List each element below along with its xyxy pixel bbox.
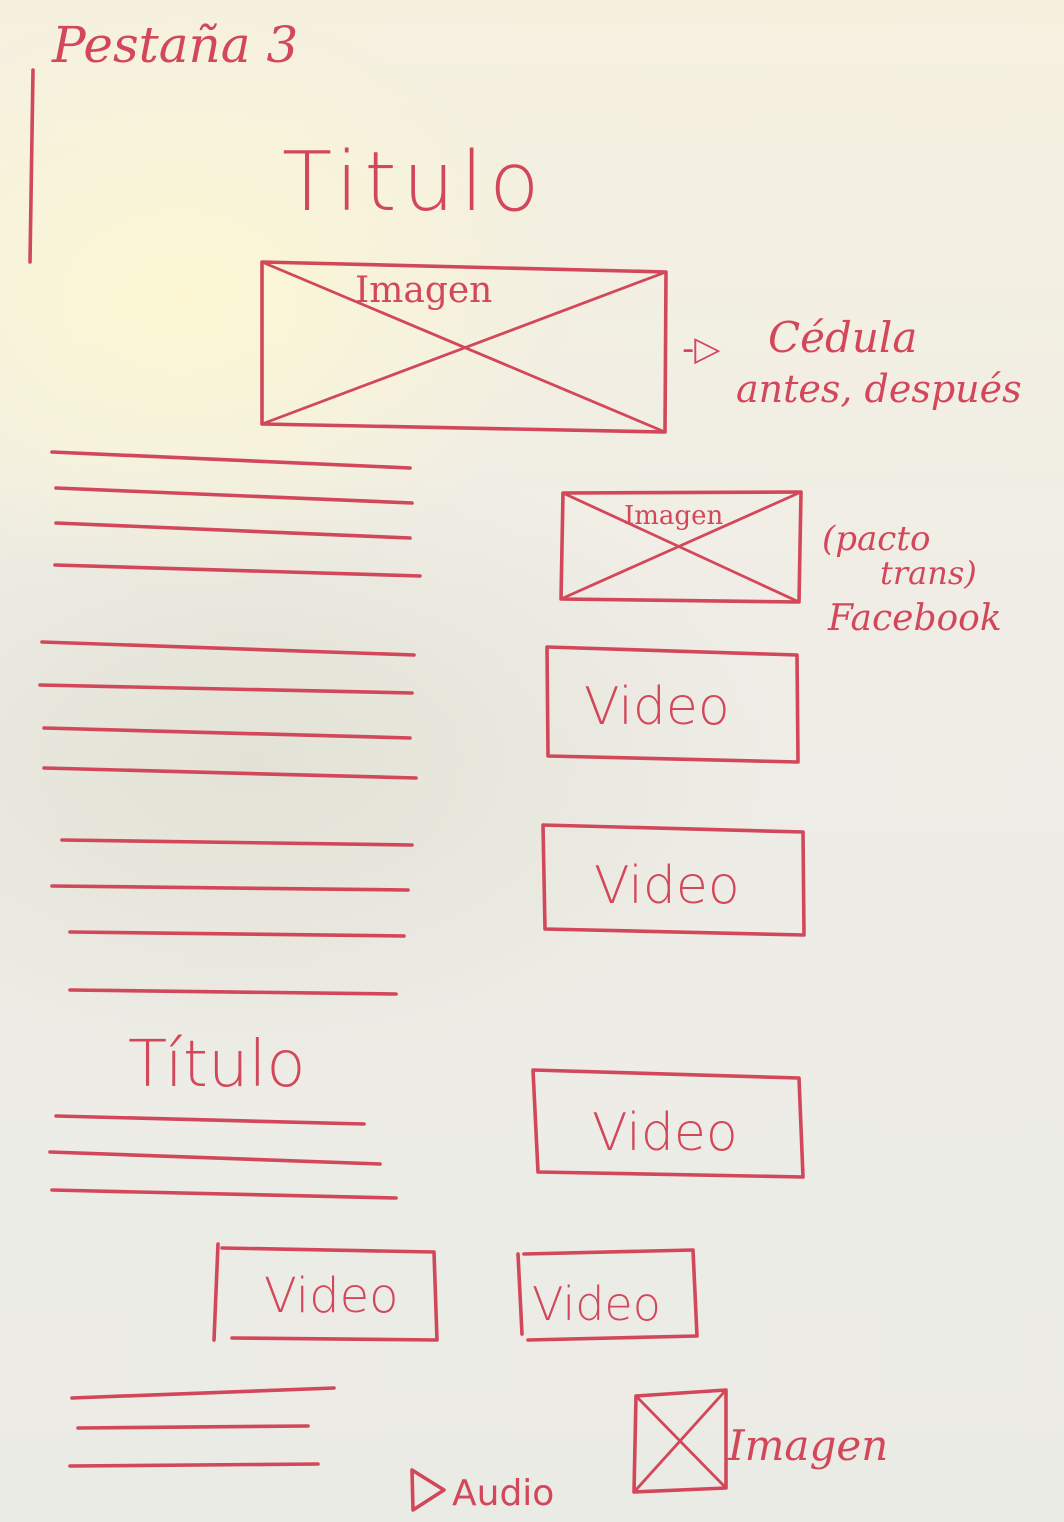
note-trans: trans)	[880, 554, 977, 592]
video-label: Video	[592, 1103, 738, 1163]
annotation-before-after: antes, después	[736, 367, 1022, 411]
text-lines-block-3	[50, 838, 414, 996]
tab-label[interactable]: Pestaña 3	[51, 16, 298, 74]
note-facebook: Facebook	[827, 598, 1002, 639]
text-lines-block-2	[38, 640, 418, 780]
video-placeholder-3[interactable]: Video	[531, 1068, 805, 1179]
main-title: Titulo	[282, 135, 545, 230]
text-lines-block-1	[50, 450, 422, 578]
video-label: Video	[264, 1268, 398, 1324]
video-placeholder-5[interactable]: Video	[516, 1248, 699, 1342]
video-placeholder-4[interactable]: Video	[212, 1242, 439, 1342]
video-label: Video	[594, 856, 740, 916]
section-title: Título	[128, 1028, 306, 1102]
video-placeholder-2[interactable]: Video	[541, 823, 806, 937]
video-placeholder-1[interactable]: Video	[545, 645, 800, 764]
small-image-label: Imagen	[727, 1421, 888, 1470]
hero-image-label: Imagen	[355, 270, 492, 311]
text-lines-block-5	[68, 1386, 336, 1468]
play-triangle-icon[interactable]	[410, 1468, 446, 1512]
arrow-icon: -▷	[682, 329, 721, 369]
side-image-placeholder: Imagen	[559, 490, 803, 604]
annotation-cedula: Cédula	[768, 313, 917, 362]
hero-image-placeholder: Imagen	[260, 260, 668, 434]
note-pacto: (pacto	[822, 519, 930, 559]
margin-line	[28, 68, 35, 264]
video-label: Video	[532, 1277, 661, 1331]
audio-player[interactable]: Audio	[410, 1468, 554, 1514]
text-lines-block-4	[48, 1114, 398, 1200]
audio-label: Audio	[452, 1473, 554, 1514]
video-label: Video	[584, 677, 730, 737]
side-image-label: Imagen	[624, 501, 723, 531]
small-image-placeholder	[632, 1388, 728, 1494]
